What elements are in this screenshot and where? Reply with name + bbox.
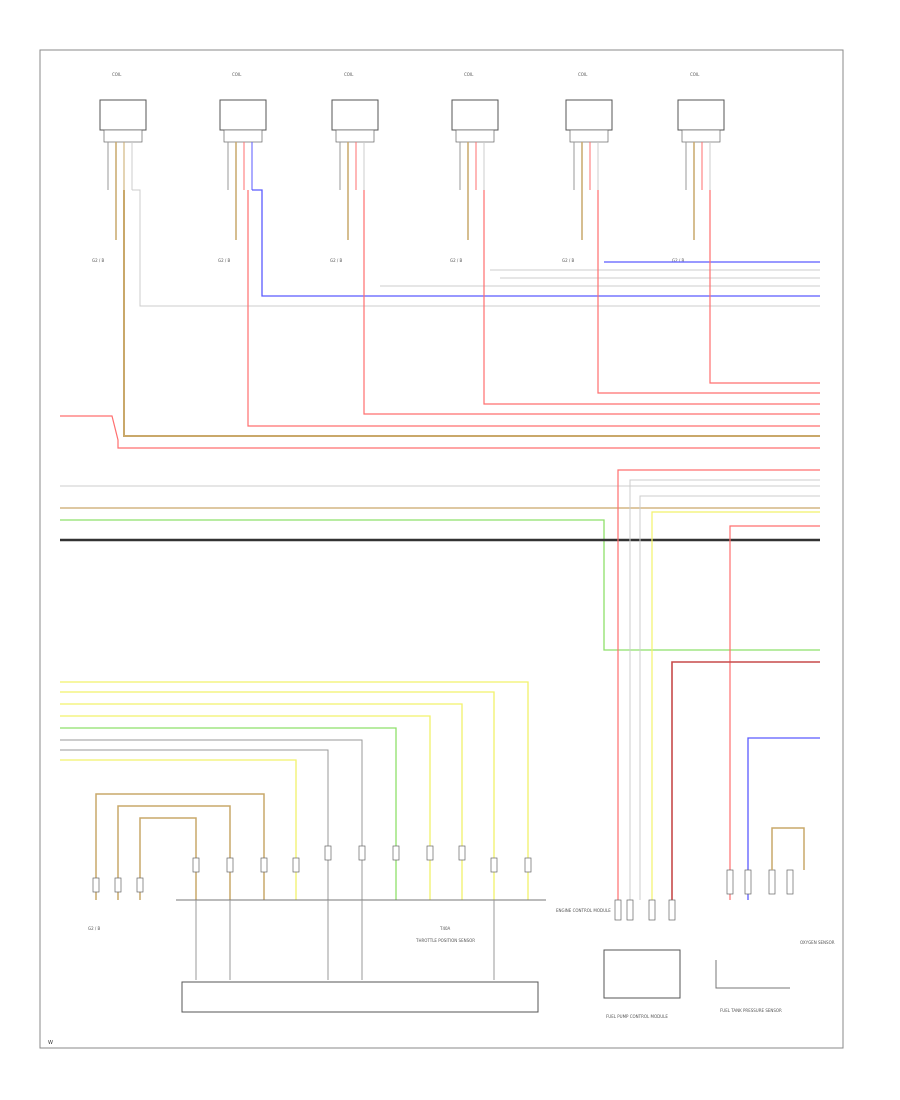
ignition-coil-5: COIL G2 / B: [562, 72, 613, 263]
coil-3-ground-label: G2 / B: [330, 258, 343, 263]
fuel-pump-control-box: [603, 949, 681, 999]
ignition-coil-6: COIL G2 / B: [672, 72, 725, 263]
throttle-pin-label: T40A: [439, 926, 451, 931]
ignition-coil-1: COIL G2 / B: [92, 72, 147, 263]
lower-harness: G2 / B T40A THROTTLE POSITION SENSOR ENG…: [60, 681, 611, 1013]
ignition-coils: COIL G2 / B COIL G2 / B COIL: [92, 72, 725, 263]
svg-text:COIL: COIL: [464, 72, 474, 77]
oxygen-sensor-label: OXYGEN SENSOR: [800, 940, 835, 945]
coil-5-ground-label: G2 / B: [562, 258, 575, 263]
svg-text:COIL: COIL: [344, 72, 354, 77]
coil-6-ground-label: G2 / B: [672, 258, 685, 263]
svg-text:COIL: COIL: [232, 72, 242, 77]
fuel-system: FUEL PUMP CONTROL MODULE FUEL TANK PRESS…: [603, 827, 835, 1019]
coil-1-ground-label: G2 / B: [92, 258, 105, 263]
connector-stubs: [92, 845, 532, 893]
middle-harness: [60, 469, 820, 900]
ignition-coil-4: COIL G2 / B: [450, 72, 499, 263]
lower-ground-label: G2 / B: [88, 926, 101, 931]
diagram-frame: [39, 49, 844, 1049]
coil-4-ground-label: G2 / B: [450, 258, 463, 263]
fuel-pump-control-label: FUEL PUMP CONTROL MODULE: [606, 1014, 668, 1019]
fuel-pressure-sensor-label: FUEL TANK PRESSURE SENSOR: [720, 1008, 782, 1013]
ignition-coil-2: COIL G2 / B: [218, 72, 267, 263]
throttle-sensor-label: THROTTLE POSITION SENSOR: [415, 938, 475, 943]
diagram-footer-id: W: [48, 1040, 53, 1046]
svg-text:COIL: COIL: [690, 72, 700, 77]
engine-control-module-box: [181, 981, 539, 1013]
svg-text:COIL: COIL: [112, 72, 122, 77]
ignition-coil-3: COIL G2 / B: [330, 72, 379, 263]
svg-text:COIL: COIL: [578, 72, 588, 77]
top-harness: [60, 189, 820, 449]
engine-control-label: ENGINE CONTROL MODULE: [556, 908, 611, 913]
coil-2-ground-label: G2 / B: [218, 258, 231, 263]
